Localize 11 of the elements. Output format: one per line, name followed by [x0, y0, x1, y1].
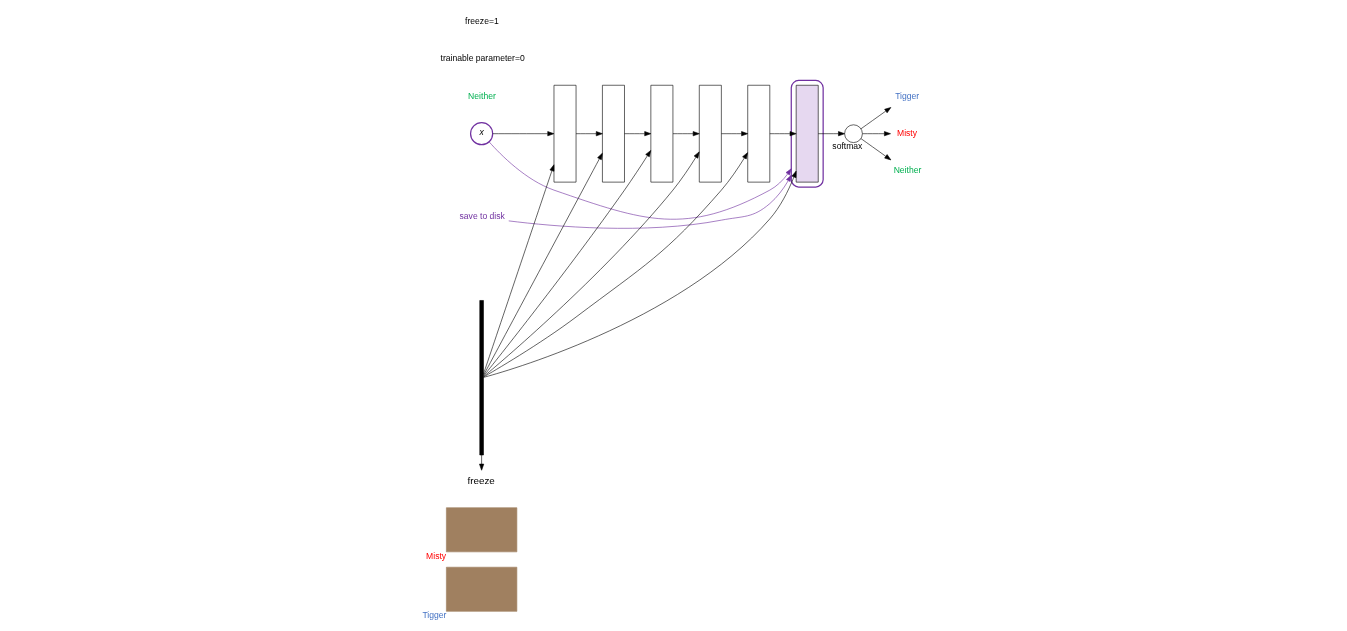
- node-text: freeze: [467, 474, 495, 486]
- node-label: Tigger: [421, 610, 446, 621]
- node-label: softmax: [831, 141, 862, 152]
- node-text: Tigger: [894, 90, 919, 101]
- label: trainable parameter=0: [440, 53, 525, 64]
- node-text: save to disk: [459, 211, 505, 222]
- node-text: Misty: [896, 127, 917, 138]
- label: freeze=1: [464, 15, 499, 26]
- node-text: Neither: [893, 165, 921, 176]
- node-label: Misty: [425, 550, 446, 561]
- label: Neither: [467, 90, 496, 101]
